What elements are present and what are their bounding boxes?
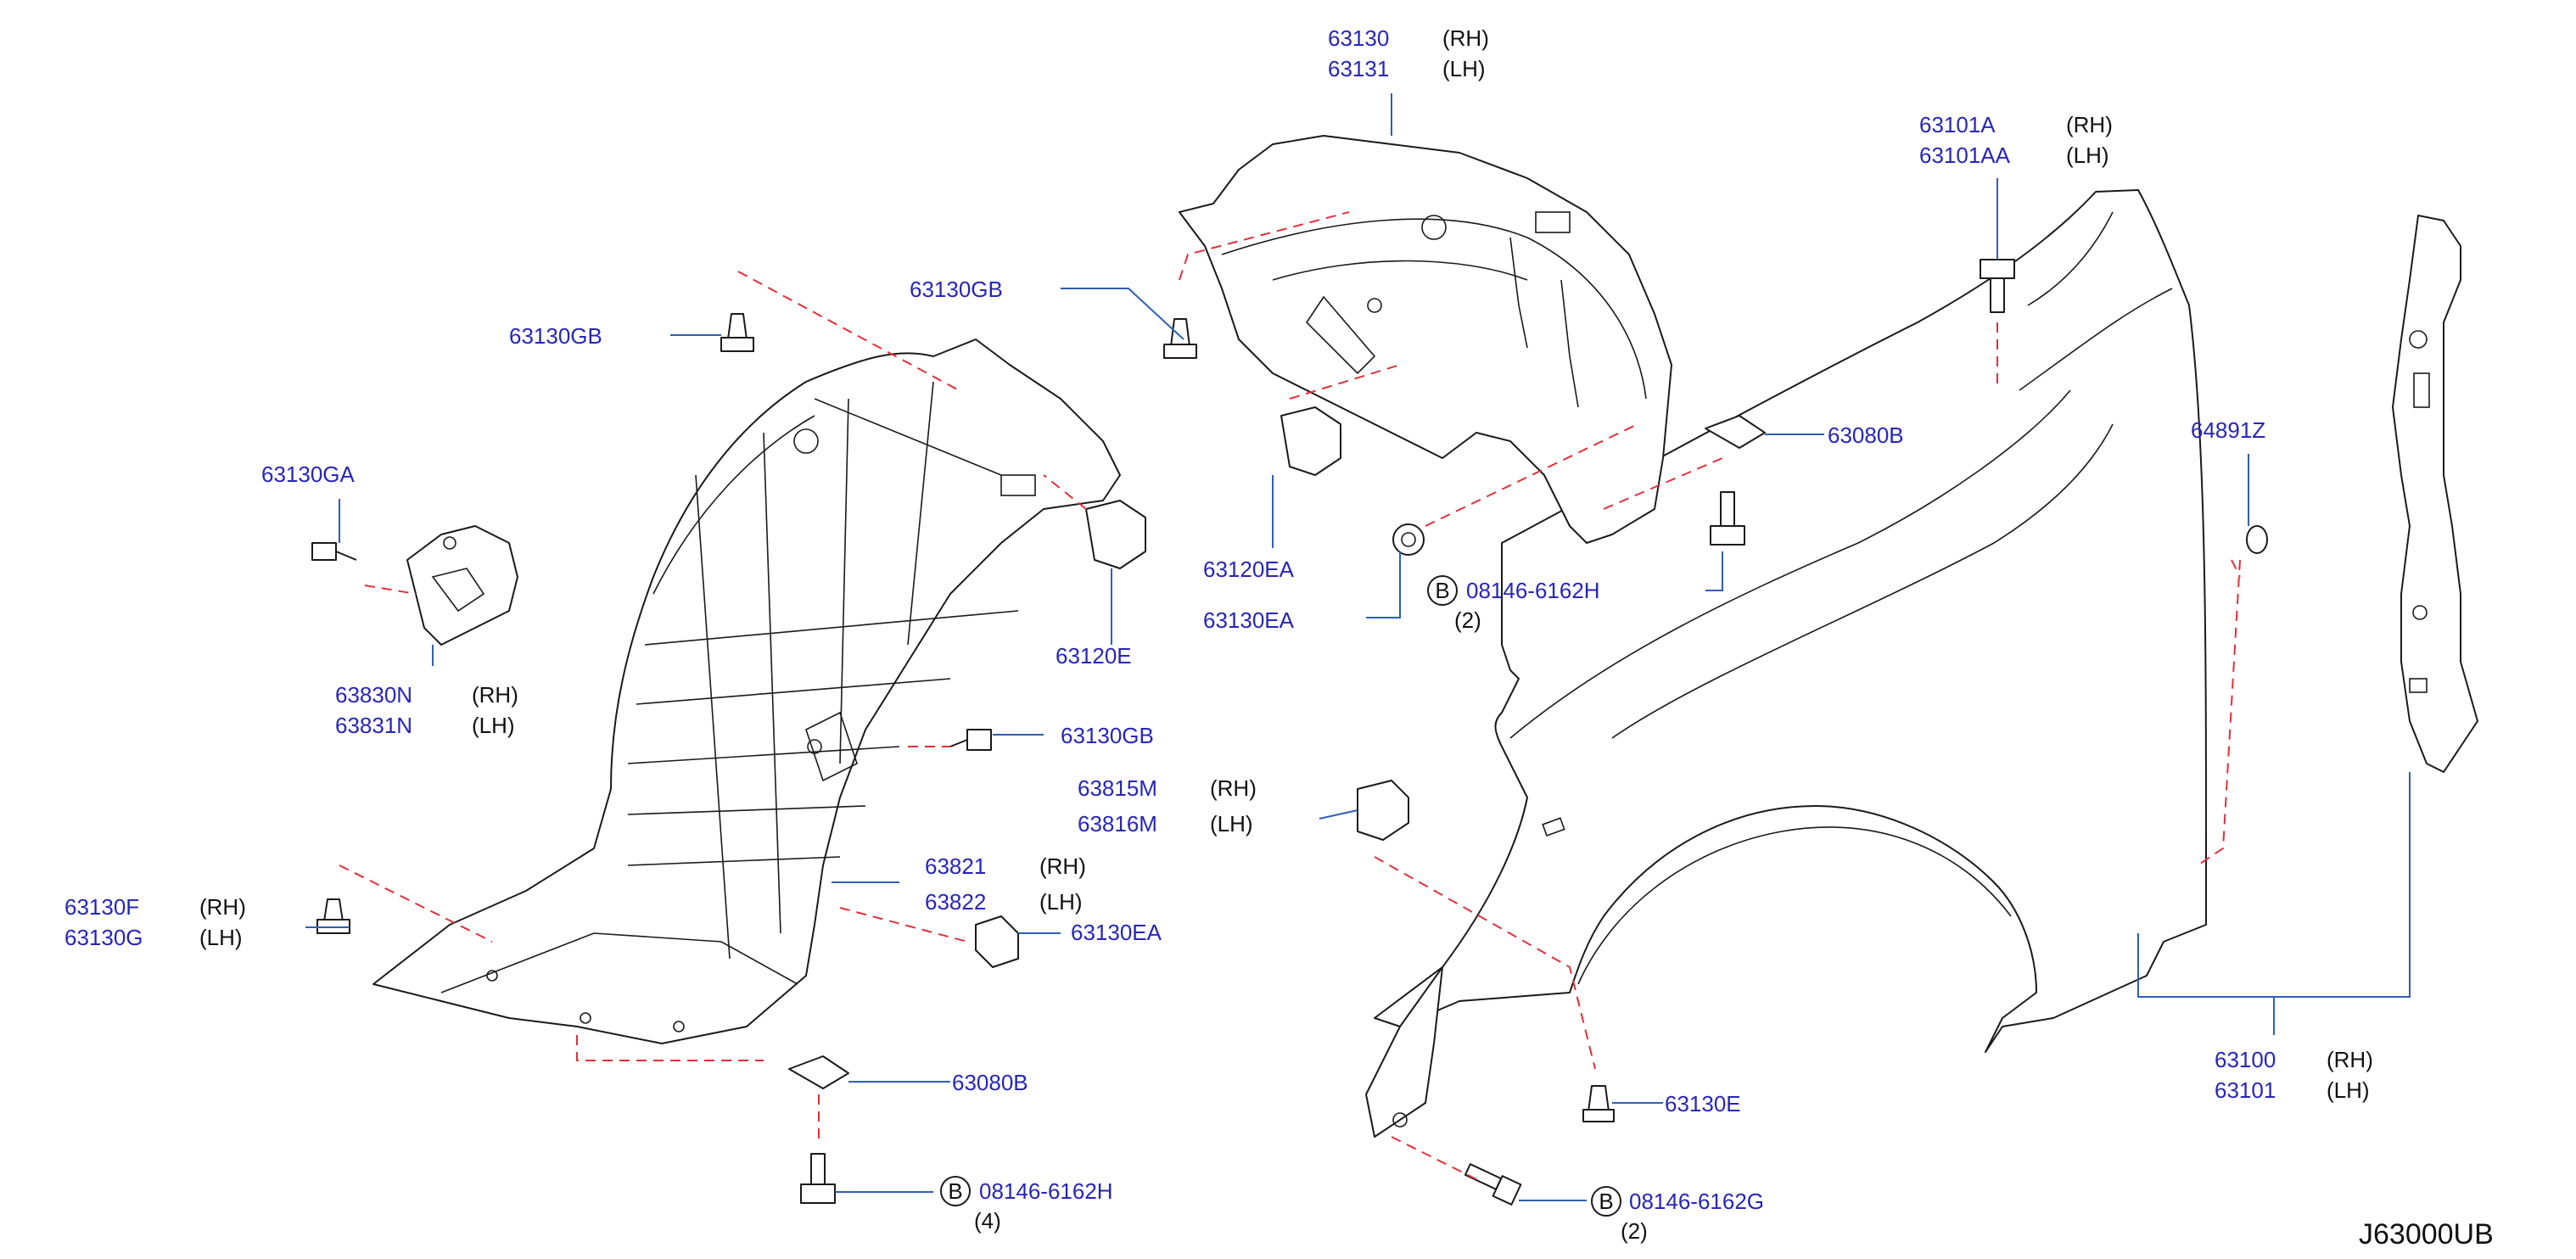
speed-nut-63080b-lower-part: [788, 1055, 849, 1089]
part-number-63130gb[interactable]: 63130GB: [509, 323, 602, 349]
part-number-63101a[interactable]: 63101A: [1919, 112, 1996, 137]
quantity: (2): [1454, 607, 1481, 633]
side-lh: (LH): [1039, 889, 1083, 915]
part-number-63080b[interactable]: 63080B: [952, 1070, 1028, 1095]
diagram-code: J63000UB: [2359, 1218, 2494, 1251]
part-number-63815m[interactable]: 63815M: [1078, 775, 1157, 801]
clip-63120ea-part: [1280, 406, 1341, 476]
bolt-08146-6162h-upper-part: [1710, 491, 1745, 546]
bolt-symbol: B: [1599, 1189, 1613, 1214]
speed-nut-63080b-upper-part: [1705, 415, 1766, 449]
part-number-63101aa[interactable]: 63101AA: [1919, 143, 2011, 168]
part-number-63080b[interactable]: 63080B: [1828, 422, 1904, 448]
side-lh: (LH): [1210, 811, 1253, 837]
part-number-63130e[interactable]: 63130E: [1665, 1091, 1741, 1116]
clip-63130ea-lower-part: [975, 915, 1019, 968]
bolt-symbol-circle: [1427, 575, 1458, 606]
bolt-symbol: B: [948, 1178, 962, 1204]
bracket-63830n-part: [406, 525, 518, 646]
rivet-63130e-part: [1582, 1085, 1615, 1122]
side-lh: (LH): [1442, 56, 1486, 81]
fender-protector-upper-part: [1179, 135, 1672, 544]
side-rh: (RH): [1442, 25, 1489, 51]
bolt-08146-6162h-lower-part: [800, 1153, 836, 1204]
rivet-63130gb-left-part: [720, 313, 754, 352]
front-splash-shield-part: [372, 339, 1121, 1044]
callout-labels: 63130 (RH) 63131 (LH) 63101A (RH) 63101A…: [64, 25, 2494, 1251]
part-number-63821[interactable]: 63821: [925, 853, 986, 879]
part-number-63822[interactable]: 63822: [925, 889, 986, 915]
side-lh: (LH): [472, 713, 515, 738]
part-number-63120ea[interactable]: 63120EA: [1203, 557, 1295, 582]
quantity: (4): [974, 1208, 1001, 1234]
part-number-63130ea[interactable]: 63130EA: [1071, 920, 1162, 945]
part-number-63816m[interactable]: 63816M: [1078, 811, 1157, 837]
side-rh: (RH): [2066, 112, 2113, 137]
part-number-08146-6162h[interactable]: 08146-6162H: [979, 1178, 1113, 1204]
fender-side-seal-part: [2392, 215, 2478, 773]
leader-lines: [305, 93, 2411, 1201]
bolt-symbol-circle: [1591, 1186, 1621, 1217]
part-number-63831n[interactable]: 63831N: [335, 713, 412, 738]
side-lh: (LH): [2066, 143, 2109, 168]
side-rh: (RH): [472, 682, 518, 708]
part-number-08146-6162h[interactable]: 08146-6162H: [1466, 578, 1600, 603]
side-rh: (RH): [2327, 1047, 2373, 1072]
rivet-63130ga-part: [311, 542, 357, 561]
part-number-63101[interactable]: 63101: [2215, 1077, 2276, 1103]
bolt-63101a-part: [1980, 259, 2015, 313]
side-rh: (RH): [1039, 853, 1086, 879]
bolt-08146-6162g-part: [1464, 1163, 1522, 1206]
part-number-63130gb[interactable]: 63130GB: [1061, 723, 1154, 748]
part-number-63130[interactable]: 63130: [1328, 25, 1389, 51]
part-number-63130ga[interactable]: 63130GA: [261, 462, 356, 487]
front-fender-part: [1365, 189, 2207, 1138]
side-rh: (RH): [1210, 775, 1257, 801]
clip-63815m-part: [1357, 780, 1409, 841]
part-number-63120e[interactable]: 63120E: [1056, 643, 1132, 669]
bolt-symbol: B: [1435, 578, 1449, 603]
bolt-symbol-circle: [940, 1176, 971, 1206]
clip-63120e-part: [1085, 500, 1146, 569]
part-number-63130gb[interactable]: 63130GB: [910, 277, 1003, 302]
assembly-lines: [339, 211, 2241, 1180]
part-number-63100[interactable]: 63100: [2215, 1047, 2276, 1072]
side-lh: (LH): [199, 925, 243, 950]
part-number-63830n[interactable]: 63830N: [335, 682, 412, 708]
part-number-63130g[interactable]: 63130G: [64, 925, 143, 950]
quantity: (2): [1621, 1218, 1648, 1244]
rivet-63130gb-mid-part: [949, 729, 992, 751]
side-rh: (RH): [199, 894, 246, 920]
rivet-63130gb-upper-part: [1163, 318, 1197, 359]
clip-63130ea-upper-part: [1392, 523, 1425, 556]
part-number-63130f[interactable]: 63130F: [64, 894, 139, 920]
grommet-64891z-part: [2246, 525, 2268, 554]
part-number-64891z[interactable]: 64891Z: [2191, 417, 2265, 443]
part-number-63131[interactable]: 63131: [1328, 56, 1389, 81]
side-lh: (LH): [2327, 1077, 2370, 1103]
part-number-08146-6162g[interactable]: 08146-6162G: [1629, 1189, 1764, 1214]
part-number-63130ea[interactable]: 63130EA: [1203, 607, 1295, 633]
